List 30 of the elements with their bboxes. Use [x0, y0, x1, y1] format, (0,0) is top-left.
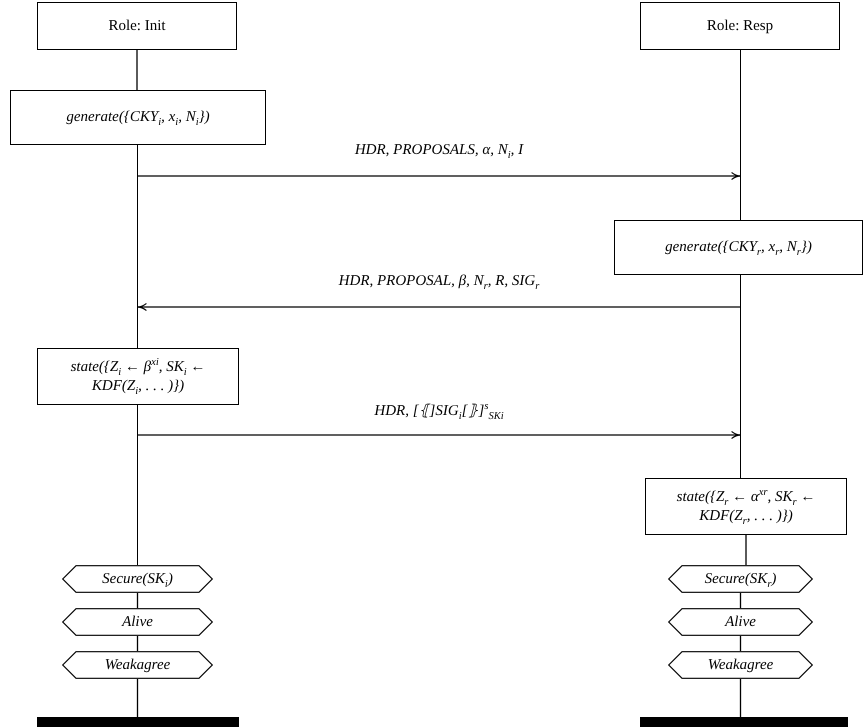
lifeline	[740, 636, 742, 651]
action-box	[10, 90, 266, 145]
role-box	[37, 2, 237, 50]
message-label: HDR, PROPOSALS, α, N$_{i}$, I	[352, 142, 526, 159]
action-box	[645, 478, 847, 535]
message-label: HDR, PROPOSAL, β, N$_{r}$, R, SIG$_{r}$	[336, 273, 542, 290]
box-label: state({Z$_{r}$ ← α$^{xr}$, SK$_{r}$ ← KDF(Z$_{r}$, . . . )})	[676, 488, 816, 526]
lifeline-end-bar	[640, 717, 848, 727]
claim-label: Secure(SK$_{r}$)	[704, 570, 776, 588]
lifeline	[136, 593, 138, 608]
box-label: generate({CKY$_{i}$, x$_{i}$, N$_{i}$})	[66, 108, 210, 127]
claim-label: Secure(SK$_{i}$)	[102, 570, 173, 588]
claim-label: Alive	[725, 612, 756, 632]
box-label: state({Z$_{i}$ ← β$^{xi}$, SK$_{i}$ ← KDF(Z$_{i}$, . . . )})	[70, 358, 206, 396]
claim-label: Alive	[122, 612, 153, 632]
lifeline	[740, 679, 742, 717]
lifeline	[136, 636, 138, 651]
lifeline	[136, 50, 138, 90]
lifeline-end-bar	[37, 717, 239, 727]
role-box	[640, 2, 840, 50]
box-label: generate({CKY$_{r}$, x$_{r}$, N$_{r}$})	[665, 238, 812, 257]
action-box	[614, 220, 863, 275]
claim-label: Weakagree	[708, 656, 774, 674]
box-label: Role: Resp	[706, 16, 774, 36]
claim-label: Weakagree	[104, 656, 170, 674]
lifeline	[740, 593, 742, 608]
lifeline	[745, 535, 747, 565]
lifeline	[136, 679, 138, 717]
box-label: Role: Init	[108, 16, 166, 36]
action-box	[37, 348, 239, 405]
